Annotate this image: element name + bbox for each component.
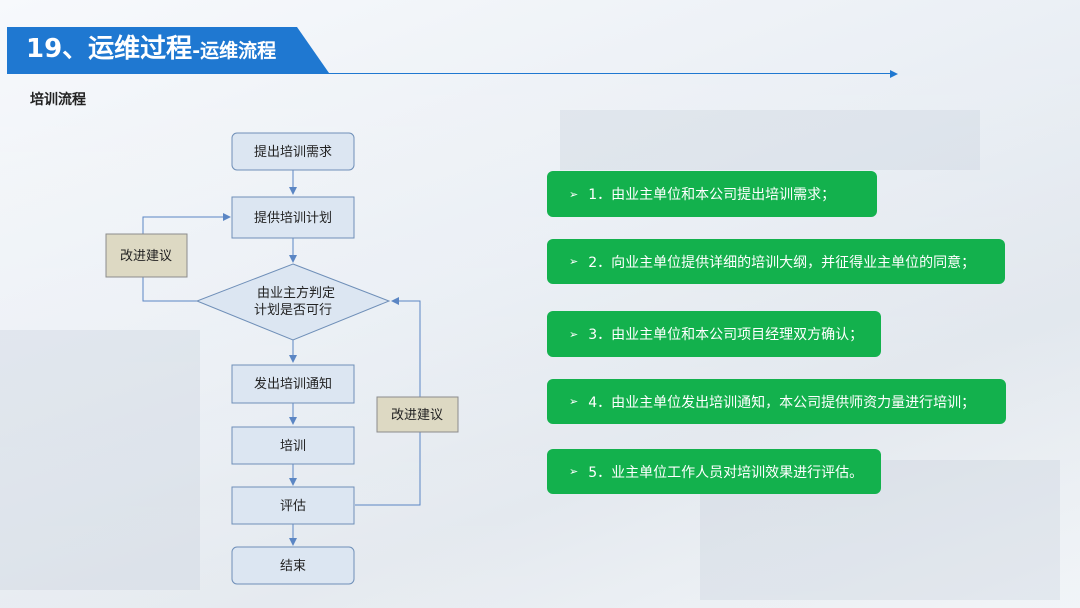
improve-box-left: 改进建议 [105, 233, 188, 278]
section-title: 培训流程 [30, 92, 86, 108]
node-end-label: 结束 [280, 559, 306, 574]
header-bar [7, 27, 329, 73]
node-evaluate-label: 评估 [280, 499, 306, 514]
node-end: 结束 [231, 546, 355, 585]
step-text: 1．由业主单位和本公司提出培训需求； [588, 187, 836, 203]
step-box: ➢ 4．由业主单位发出培训通知，本公司提供师资力量进行培训； [547, 379, 1006, 424]
improve-left-label: 改进建议 [120, 249, 172, 264]
node-train-label: 培训 [280, 438, 306, 454]
page-title-sub: -运维流程 [192, 40, 277, 62]
header-line [7, 73, 893, 74]
page-title: 19、运维过程-运维流程 [26, 33, 276, 67]
node-train: 培训 [231, 426, 355, 465]
node-plan-label: 提供培训计划 [254, 210, 332, 226]
step-text: 4．由业主单位发出培训通知，本公司提供师资力量进行培训； [588, 394, 976, 411]
step-box: ➢ 2．向业主单位提供详细的培训大纲，并征得业主单位的同意； [547, 239, 1005, 284]
arrow-bullet-icon: ➢ [569, 327, 579, 341]
step-text: 5．业主单位工作人员对培训效果进行评估。 [588, 464, 864, 481]
page-title-main: 19、运维过程 [26, 34, 193, 64]
node-decision-line1: 由业主方判定 [257, 285, 335, 301]
step-box: ➢ 3．由业主单位和本公司项目经理双方确认； [547, 311, 881, 357]
node-notice: 发出培训通知 [231, 364, 355, 404]
step-box: ➢ 5．业主单位工作人员对培训效果进行评估。 [547, 449, 881, 494]
node-evaluate: 评估 [231, 486, 355, 525]
arrow-bullet-icon: ➢ [569, 395, 579, 408]
step-box: ➢ 1．由业主单位和本公司提出培训需求； [547, 171, 877, 217]
node-propose: 提出培训需求 [231, 132, 355, 171]
arrow-bullet-icon: ➢ [569, 255, 579, 268]
node-notice-label: 发出培训通知 [254, 376, 332, 392]
arrow-bullet-icon: ➢ [569, 465, 579, 478]
arrow-bullet-icon: ➢ [569, 187, 579, 201]
step-text: 3．由业主单位和本公司项目经理双方确认； [588, 327, 864, 343]
node-propose-label: 提出培训需求 [254, 144, 332, 160]
improve-box-right: 改进建议 [376, 396, 459, 433]
node-plan: 提供培训计划 [231, 196, 355, 239]
header-arrow-icon [890, 70, 898, 78]
node-decision: 由业主方判定 计划是否可行 [195, 263, 391, 341]
node-decision-line2: 计划是否可行 [254, 303, 332, 318]
step-text: 2．向业主单位提供详细的培训大纲，并征得业主单位的同意； [588, 254, 976, 271]
bg-building [560, 110, 980, 170]
improve-right-label: 改进建议 [391, 408, 443, 423]
bg-field [0, 330, 200, 590]
